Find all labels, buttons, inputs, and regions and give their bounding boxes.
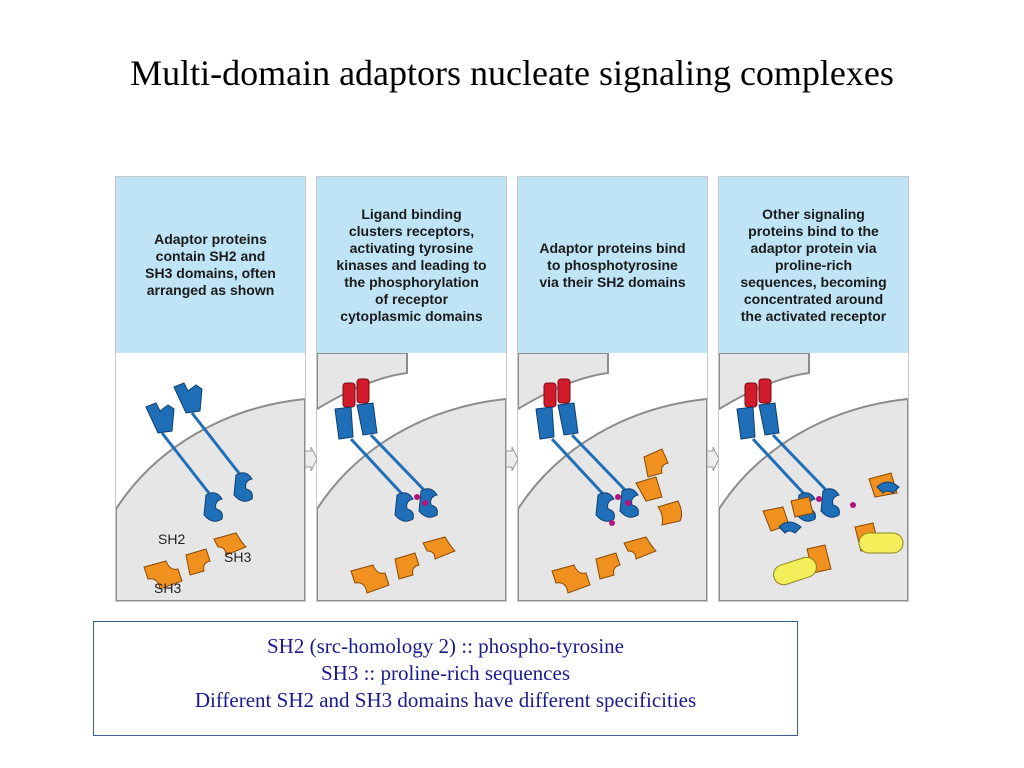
receptor-icon [145, 382, 253, 522]
panel-3-caption: Adaptor proteins bind to phosphotyrosine… [518, 177, 707, 353]
arrow-right-icon [707, 447, 719, 471]
label-sh3-right: SH3 [224, 549, 251, 565]
panel-2: Ligand binding clusters receptors, activ… [317, 177, 506, 601]
panel-1-caption: Adaptor proteins contain SH2 and SH3 dom… [116, 177, 305, 353]
receptor-icon [736, 402, 840, 522]
signaling-protein-icon [773, 532, 904, 586]
receptor-icon [535, 402, 639, 522]
label-sh2: SH2 [158, 531, 185, 547]
panel-1-illustration: SH2 SH3 SH3 [116, 382, 305, 601]
note-line-2: SH3 :: proline-rich sequences [320, 661, 571, 685]
panel-2-illustration [317, 352, 506, 601]
notes-box: SH2 (src-homology 2) :: phospho-tyrosine… [93, 621, 798, 736]
ligand-icon [744, 378, 772, 408]
phosphotyrosine-icon [414, 494, 428, 506]
note-line-3: Different SH2 and SH3 domains have diffe… [194, 688, 697, 712]
phosphotyrosine-icon [609, 494, 631, 526]
panel-3-illustration [518, 352, 707, 601]
sh3-domain-icon [778, 481, 900, 534]
note-line-1: SH2 (src-homology 2) :: phospho-tyrosine [267, 634, 624, 658]
phosphotyrosine-icon [816, 496, 856, 508]
slide-title: Multi-domain adaptors nucleate signaling… [130, 53, 894, 93]
panel-4: Other signaling proteins bind to the ada… [719, 177, 908, 601]
panel-4-illustration [719, 352, 908, 601]
panel-1: SH2 SH3 SH3 Adaptor proteins contain SH2… [116, 177, 305, 601]
panel-3: Adaptor proteins bind to phosphotyrosine… [518, 177, 707, 601]
ligand-icon [543, 378, 571, 408]
panel-4-caption: Other signaling proteins bind to the ada… [719, 177, 908, 353]
adaptor-protein-icon [551, 448, 683, 594]
arrow-right-icon [305, 447, 317, 471]
label-sh3-left: SH3 [154, 580, 181, 596]
panel-2-caption: Ligand binding clusters receptors, activ… [317, 177, 506, 353]
adaptor-protein-icon [350, 536, 456, 594]
arrow-right-icon [506, 447, 518, 471]
adaptor-signaling-figure: SH2 SH3 SH3 Adaptor proteins contain SH2… [116, 177, 912, 601]
adaptor-protein-icon [143, 532, 247, 590]
receptor-icon [334, 402, 438, 522]
